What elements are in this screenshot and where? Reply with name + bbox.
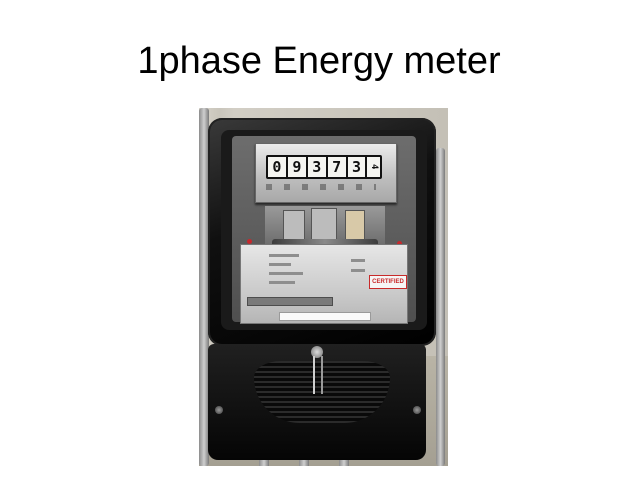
terminal-bolt (413, 406, 421, 414)
rotating-disc (272, 239, 378, 247)
nameplate-text-line (269, 272, 303, 275)
energy-meter-photo: 0 9 3 7 3 4 CERTIFIED (199, 108, 448, 466)
rating-nameplate: CERTIFIED (240, 244, 408, 324)
terminal-bolt (215, 406, 223, 414)
seal-wire (313, 356, 323, 394)
mechanism-block (283, 210, 305, 240)
seal-screw (311, 346, 323, 358)
register-digit: 9 (287, 157, 306, 177)
register-digit: 7 (327, 157, 346, 177)
register-fraction-digit: 4 (367, 157, 380, 177)
mechanism-block (311, 208, 337, 240)
nameplate-text-line (269, 263, 291, 266)
register-digit: 0 (268, 157, 286, 177)
label-strip (279, 312, 371, 321)
slide-title: 1phase Energy meter (137, 40, 501, 82)
register-digit: 3 (307, 157, 326, 177)
register-digit: 3 (347, 157, 366, 177)
mechanism-block (345, 210, 365, 240)
nameplate-text-line (351, 269, 365, 272)
serial-number-strip (247, 297, 333, 306)
counter-register: 0 9 3 7 3 4 (266, 155, 382, 179)
nameplate-text-line (351, 259, 365, 262)
register-plate: 0 9 3 7 3 4 (255, 143, 397, 203)
meter-mechanism (265, 206, 385, 244)
dial-ticks (266, 184, 376, 190)
certified-label: CERTIFIED (369, 275, 407, 289)
nameplate-text-line (269, 254, 299, 257)
red-marker (247, 239, 252, 244)
nameplate-text-line (269, 281, 295, 284)
red-marker (397, 241, 402, 246)
cable-right (436, 148, 445, 466)
cable-left (199, 108, 209, 466)
